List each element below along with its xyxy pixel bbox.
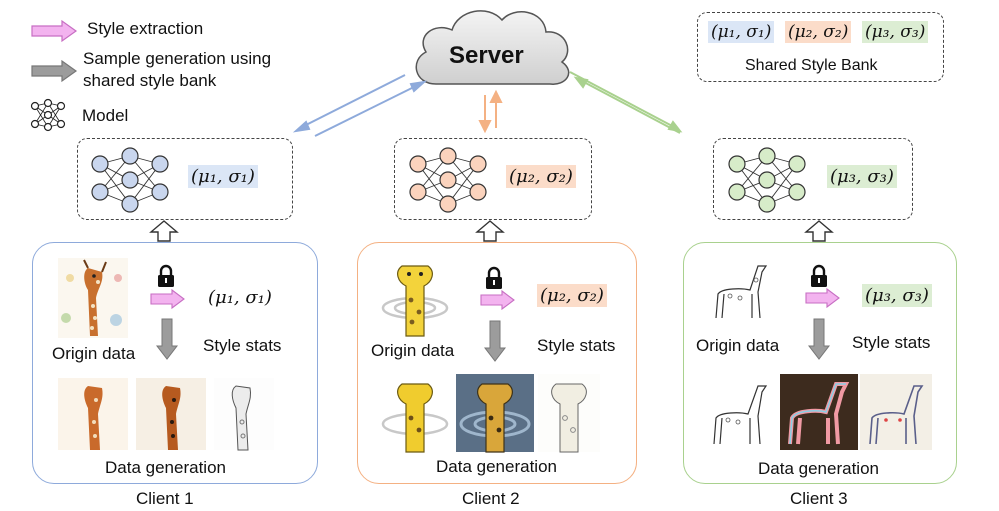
client3-origin-label: Origin data	[696, 336, 780, 355]
pink-arrow-icon	[31, 19, 78, 43]
server-client-arrows	[292, 71, 683, 137]
client2-generation-label: Data generation	[436, 457, 557, 476]
client1-lock-icon	[158, 264, 174, 287]
client2-origin-label: Origin data	[371, 341, 455, 360]
client1-generated-image-1	[58, 378, 128, 450]
client1-style-arrow	[150, 288, 185, 310]
client1-model-icon	[91, 147, 169, 213]
shared-style-bank	[697, 12, 944, 82]
client3-generated-image-2	[780, 374, 858, 450]
client3-label: Client 3	[790, 489, 848, 508]
client2-generated-image-1	[378, 374, 452, 453]
client3-up-arrow	[804, 220, 834, 242]
cloud-icon	[415, 10, 570, 85]
client1-origin-image	[58, 258, 128, 338]
bank-entry-1: (μ₁, σ₁)	[708, 21, 775, 43]
client1-generated-image-2	[136, 378, 206, 450]
legend-style-extraction: Style extraction	[87, 19, 204, 38]
client2-up-arrow	[475, 220, 505, 242]
client2-label: Client 2	[462, 489, 520, 508]
legend: Style extraction Sample generation using…	[0, 0, 300, 135]
client2-stats-label: Style stats	[537, 336, 616, 355]
client2-model-box	[394, 138, 592, 220]
client2-generation-arrow	[483, 320, 507, 362]
server-label: Server	[449, 42, 524, 69]
bank-entry-3: (μ₃, σ₃)	[862, 21, 929, 43]
bank-entry-2: (μ₂, σ₂)	[785, 21, 852, 43]
legend-sample-generation-line2: shared style bank	[83, 71, 217, 90]
client1-label: Client 1	[136, 489, 194, 508]
client1-generated-image-3	[214, 378, 274, 451]
client2-generated-image-2	[456, 374, 534, 453]
client1-stats-label: Style stats	[203, 336, 282, 355]
client3-generated-image-3	[860, 374, 932, 450]
client2-lock-icon	[486, 266, 502, 289]
client2-model-stats: (μ₂, σ₂)	[506, 165, 576, 188]
client2-origin-image	[378, 256, 452, 337]
client3-model-stats: (μ₃, σ₃)	[827, 165, 897, 188]
gray-arrow-icon	[31, 59, 78, 83]
client1-origin-label: Origin data	[52, 344, 136, 363]
client3-style-stats-value: (μ₃, σ₃)	[862, 284, 932, 307]
legend-sample-generation-line1: Sample generation using	[83, 49, 272, 68]
client2-style-stats-value: (μ₂, σ₂)	[537, 284, 607, 307]
client2-box	[357, 242, 637, 484]
client1-model-box	[77, 138, 293, 220]
client3-generated-image-1	[704, 374, 776, 450]
bank-label: Shared Style Bank	[745, 57, 878, 74]
model-icon	[30, 98, 66, 132]
client1-generation-label: Data generation	[105, 458, 226, 477]
client3-model-box	[713, 138, 913, 220]
client3-stats-label: Style stats	[852, 333, 931, 352]
client2-style-arrow	[480, 289, 515, 311]
client1-box	[32, 242, 318, 484]
client1-up-arrow	[149, 220, 179, 242]
client1-generation-arrow	[155, 318, 179, 360]
client3-box	[683, 242, 957, 484]
client1-style-stats-value: (μ₁, σ₁)	[208, 287, 272, 308]
legend-model: Model	[82, 106, 129, 125]
client2-model-icon	[409, 147, 487, 213]
client3-generation-label: Data generation	[758, 459, 879, 478]
client3-generation-arrow	[807, 318, 831, 360]
client3-origin-image	[706, 258, 776, 324]
client1-model-stats: (μ₁, σ₁)	[188, 165, 258, 188]
client2-generated-image-3	[538, 374, 600, 453]
client3-model-icon	[728, 147, 806, 213]
client3-style-arrow	[805, 287, 840, 309]
client3-lock-icon	[811, 264, 827, 287]
